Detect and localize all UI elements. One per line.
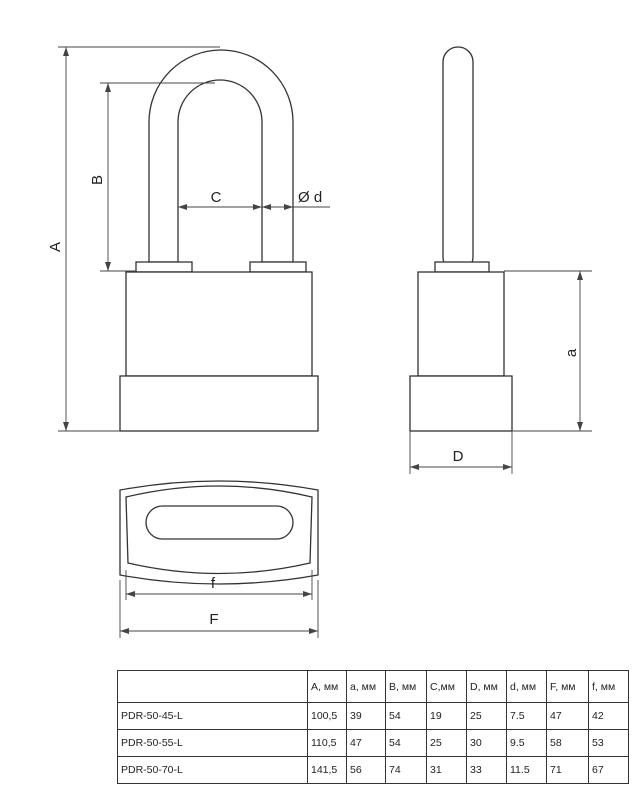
label-d: Ø d (298, 189, 322, 206)
side-body-base (409, 375, 513, 432)
table-header-cell (117, 670, 308, 703)
label-A: A (47, 242, 64, 252)
table-cell: 11.5 (506, 756, 547, 784)
table-cell: 42 (588, 702, 629, 730)
table-header-cell: D, мм (466, 670, 507, 703)
dimension-D: D (409, 431, 513, 474)
bottom-view (119, 480, 319, 585)
table-cell-model: PDR-50-70-L (117, 756, 308, 784)
dimension-a: a (504, 270, 592, 432)
table-header-cell: d, мм (506, 670, 547, 703)
table-row: PDR-50-55-L 110,5 47 54 25 30 9.5 58 53 (117, 729, 629, 757)
table-header-cell: a, мм (346, 670, 386, 703)
table-cell: 54 (385, 729, 427, 757)
label-F: F (209, 611, 218, 628)
table-cell: 30 (466, 729, 507, 757)
table-cell: 74 (385, 756, 427, 784)
keyhole-slot (145, 505, 294, 540)
table-cell: 19 (426, 702, 467, 730)
table-cell: 47 (346, 729, 386, 757)
table-cell: 25 (466, 702, 507, 730)
dimension-F: F (119, 580, 319, 638)
table-cell: 31 (426, 756, 467, 784)
dimension-f: f (125, 570, 313, 600)
table-header-cell: F, мм (546, 670, 589, 703)
table-cell: 56 (346, 756, 386, 784)
front-collar-right (249, 261, 307, 273)
label-f: f (211, 575, 216, 592)
table-cell-model: PDR-50-45-L (117, 702, 308, 730)
table-cell: 25 (426, 729, 467, 757)
table-row: PDR-50-70-L 141,5 56 74 31 33 11.5 71 67 (117, 756, 629, 784)
table-cell: 58 (546, 729, 589, 757)
table-cell: 54 (385, 702, 427, 730)
label-B: B (89, 175, 106, 185)
dimension-d: Ø d (262, 189, 330, 210)
table-header-row: A, мм a, мм B, мм C,мм D, мм d, мм F, мм… (117, 670, 629, 703)
table-row: PDR-50-45-L 100,5 39 54 19 25 7.5 47 42 (117, 702, 629, 730)
side-body-upper (417, 271, 505, 377)
label-a: a (563, 348, 580, 357)
label-C: C (211, 189, 222, 206)
padlock-dimension-drawing: A B C Ø d a D (47, 46, 592, 638)
table-header-cell: B, мм (385, 670, 427, 703)
table-cell: 71 (546, 756, 589, 784)
label-D: D (453, 448, 464, 465)
front-body-upper (125, 271, 313, 377)
table-cell: 39 (346, 702, 386, 730)
side-shackle (442, 46, 474, 273)
table-header-cell: C,мм (426, 670, 467, 703)
table-cell: 47 (546, 702, 589, 730)
table-cell: 33 (466, 756, 507, 784)
front-collar-left (135, 261, 193, 273)
table-cell-model: PDR-50-55-L (117, 729, 308, 757)
side-view (409, 46, 513, 432)
dimension-A: A (47, 46, 220, 432)
dimension-B: B (89, 82, 215, 272)
table-cell: 9.5 (506, 729, 547, 757)
table-cell: 100,5 (307, 702, 347, 730)
table-cell: 110,5 (307, 729, 347, 757)
table-header-cell: f, мм (588, 670, 629, 703)
table-cell: 141,5 (307, 756, 347, 784)
table-cell: 53 (588, 729, 629, 757)
table-cell: 7.5 (506, 702, 547, 730)
table-header-cell: A, мм (307, 670, 347, 703)
dimension-C: C (178, 189, 262, 210)
table-cell: 67 (588, 756, 629, 784)
front-body-base (119, 375, 319, 432)
side-collar (434, 261, 490, 273)
front-view (119, 49, 319, 432)
dimensions-table: A, мм a, мм B, мм C,мм D, мм d, мм F, мм… (117, 670, 629, 784)
front-shackle (148, 49, 294, 263)
